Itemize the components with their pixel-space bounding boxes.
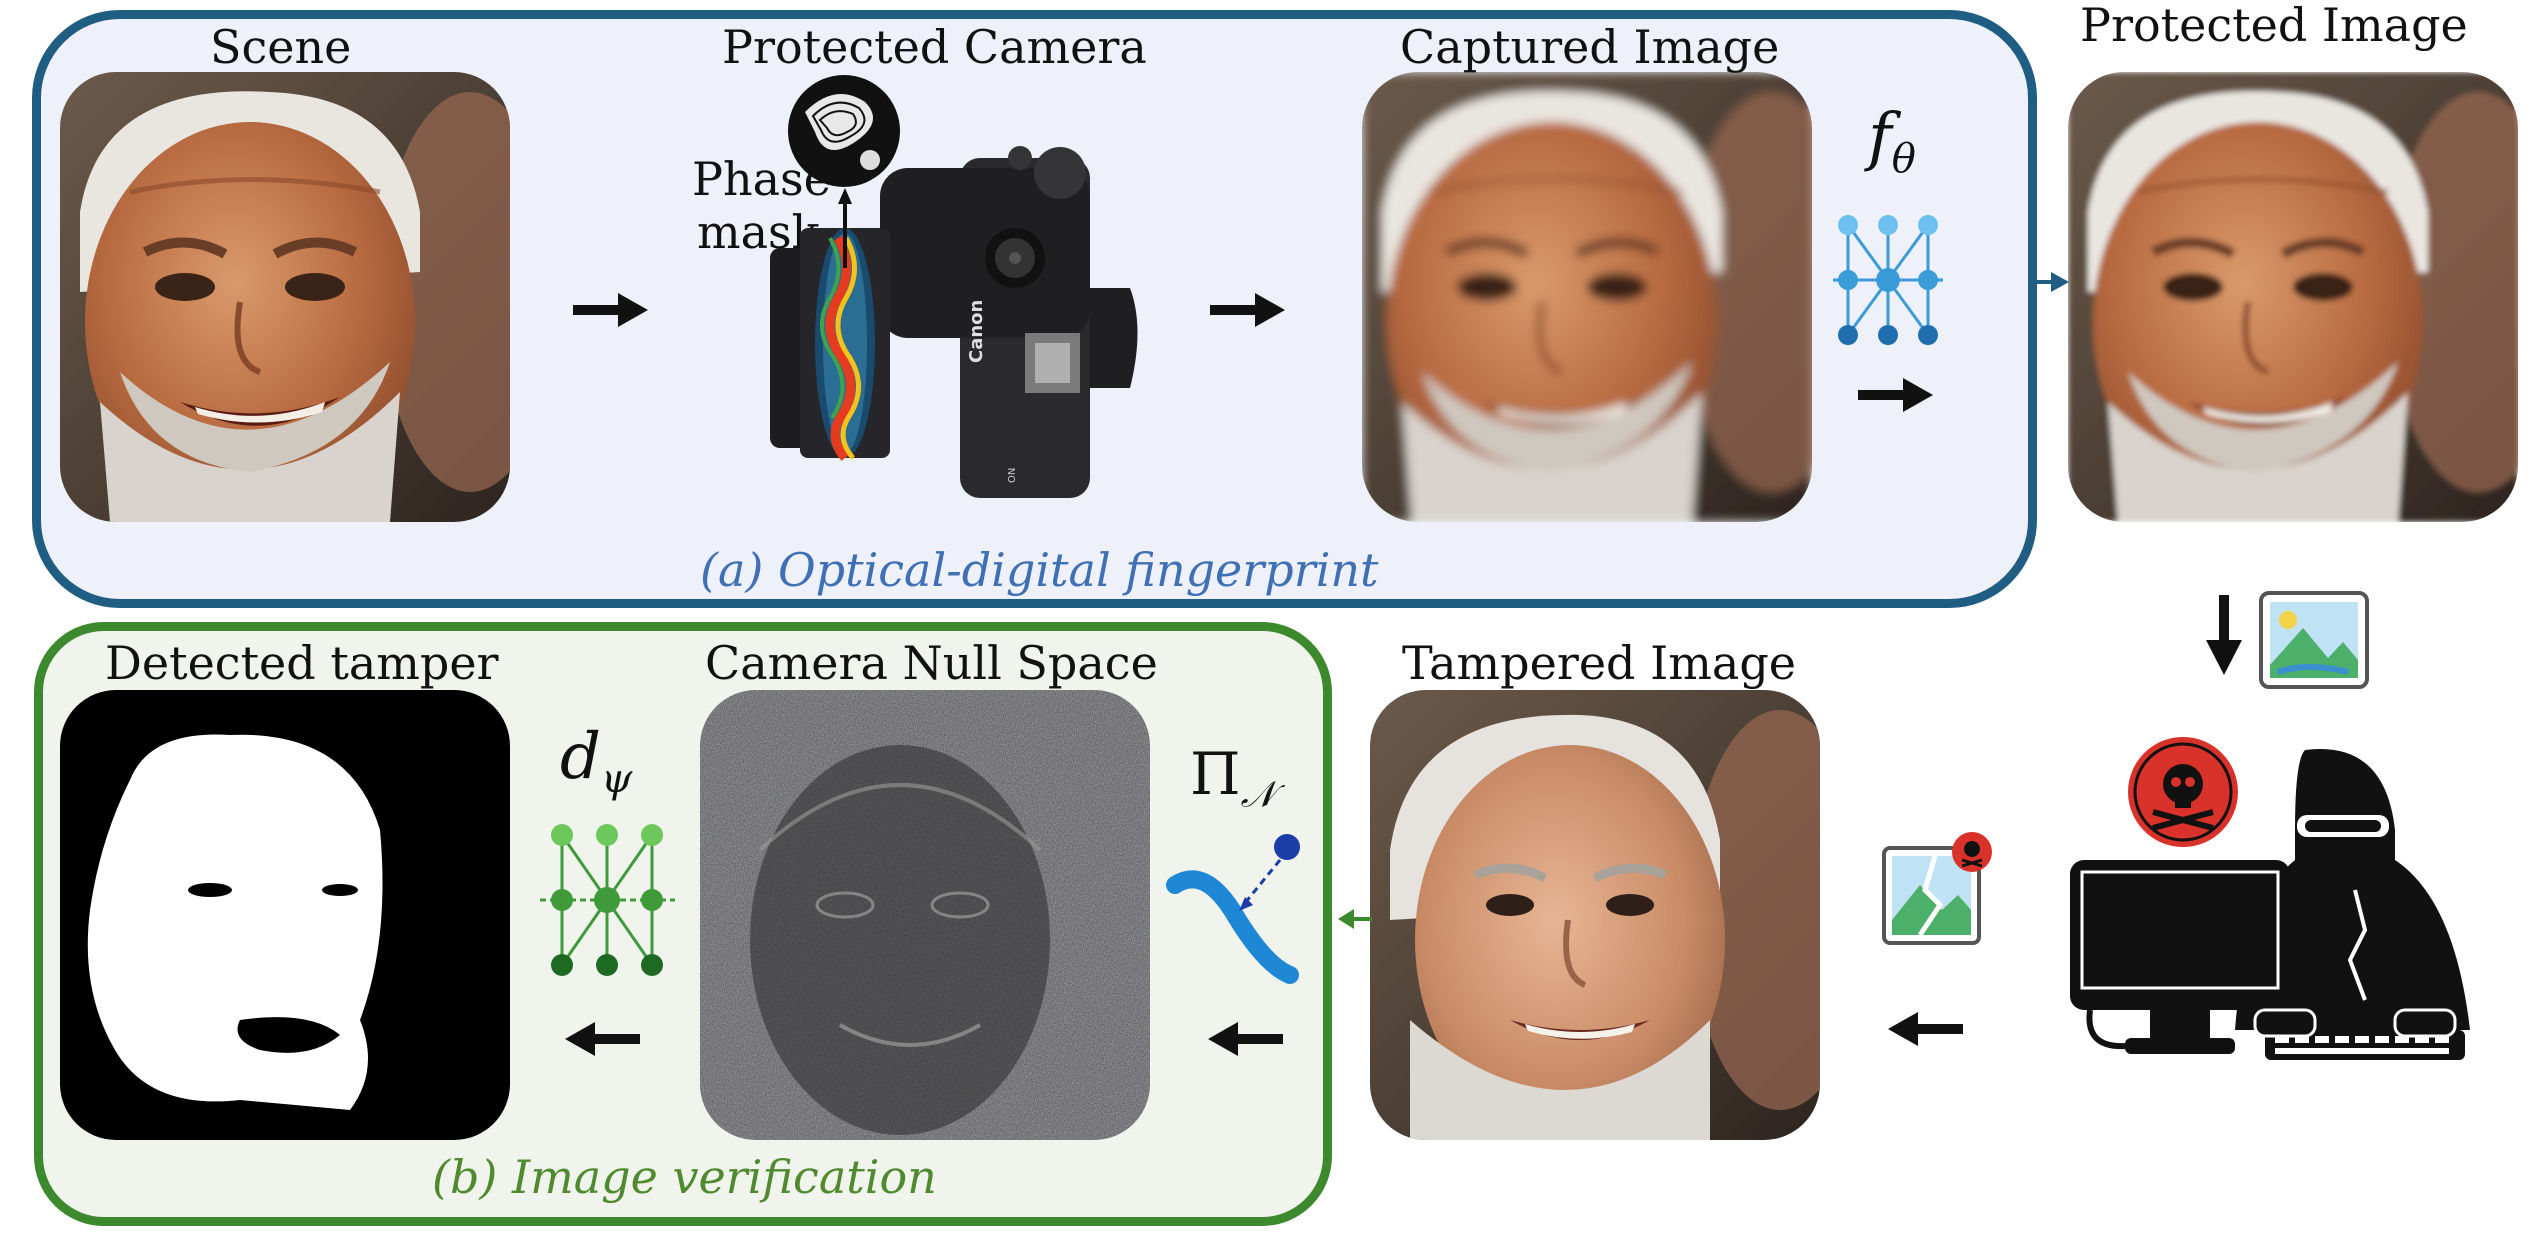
pi-n-label: Π𝒩 [1190,740,1276,816]
arrow-scene-to-camera [573,293,648,327]
d-psi-label: dψ [560,720,633,802]
camera-null-space-label: Camera Null Space [705,636,1158,690]
arrow-to-protected-image [2037,272,2069,292]
phase-mask-disk [785,72,903,190]
encoder-network-icon [1828,210,1948,350]
projection-icon [1165,825,1305,985]
captured-image-label: Captured Image [1400,20,1780,74]
camera-switch-text: ON [1007,468,1018,483]
arrow-protected-down [2206,595,2242,675]
corrupted-picture-icon [1880,830,1998,950]
camera-null-space-image [700,690,1150,1140]
arrow-into-verification [1338,909,1372,929]
protected-image-label: Protected Image [2080,0,2468,52]
arrow-network-forward [1858,378,1933,412]
captured-image [1362,72,1812,522]
arrow-attacker-to-tampered [1888,1012,1963,1046]
arrow-camera-to-captured [1210,293,1285,327]
arrow-nullspace-to-detected [565,1022,640,1056]
tampered-image [1370,690,1820,1140]
detected-tamper-mask [60,690,510,1140]
f-theta-label: fθ [1868,100,1916,182]
detector-network-icon [540,820,675,980]
scene-image [60,72,510,522]
attacker-hacker-icon [2065,730,2475,1080]
phase-mask-arrow [838,188,852,268]
protected-image [2068,72,2518,522]
arrow-tampered-to-nullspace [1208,1022,1283,1056]
detected-tamper-label: Detected tamper [105,636,499,690]
protected-camera-label: Protected Camera [722,20,1147,74]
scene-label: Scene [210,20,352,74]
tampered-image-label: Tampered Image [1402,636,1796,690]
panel-b-caption: (b) Image verification [432,1150,937,1204]
camera-brand-text: Canon [966,300,987,363]
protected-camera-illustration: Canon ON [760,128,1160,528]
panel-a-caption: (a) Optical-digital fingerprint [700,543,1379,597]
landscape-picture-icon [2258,590,2370,690]
